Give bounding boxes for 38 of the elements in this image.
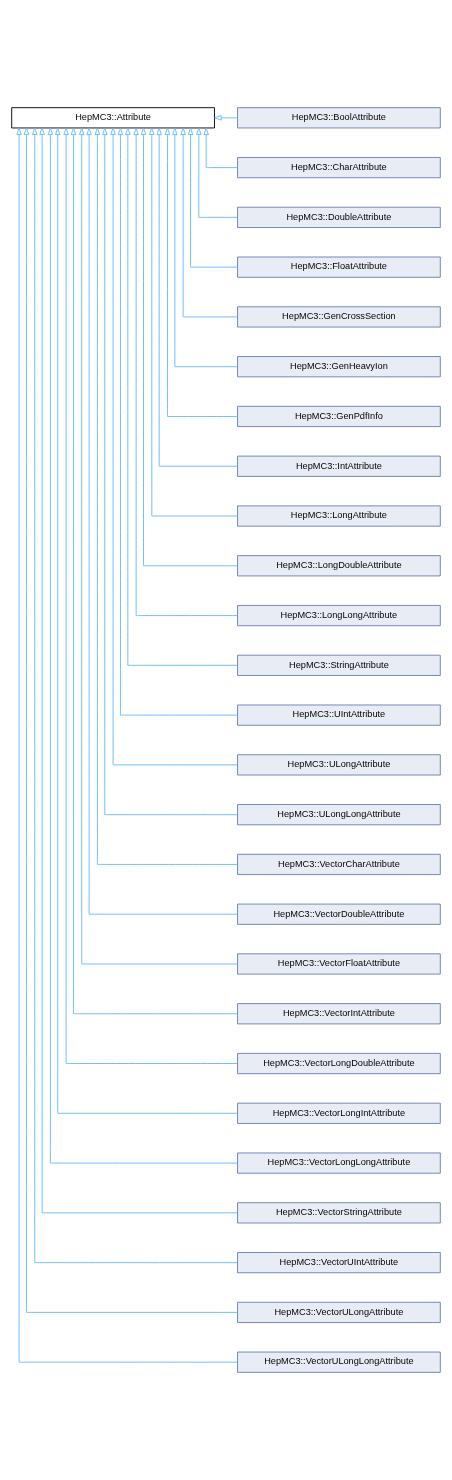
- node-box: HepMC3::VectorDoubleAttribute: [237, 903, 441, 925]
- node-box: HepMC3::BoolAttribute: [237, 107, 441, 129]
- node-box: HepMC3::UIntAttribute: [237, 704, 441, 726]
- arrow: [187, 127, 238, 268]
- arrow: [180, 127, 238, 318]
- arrow: [156, 127, 238, 467]
- arrow: [133, 127, 238, 617]
- node-box: HepMC3::Attribute: [11, 107, 215, 129]
- node-box: HepMC3::FloatAttribute: [237, 256, 441, 278]
- node-box: HepMC3::VectorLongDoubleAttribute: [237, 1052, 441, 1075]
- node-box: HepMC3::StringAttribute: [237, 654, 441, 676]
- arrow: [172, 127, 238, 368]
- node-box: HepMC3::ULongLongAttribute: [237, 804, 441, 826]
- node-box: HepMC3::VectorIntAttribute: [237, 1003, 441, 1025]
- node-box: HepMC3::VectorLongLongAttribute: [237, 1152, 441, 1174]
- arrow: [203, 127, 238, 169]
- arrow: [214, 115, 238, 121]
- node-box: HepMC3::LongLongAttribute: [237, 604, 441, 627]
- node-box: HepMC3::VectorULongAttribute: [237, 1301, 441, 1323]
- arrow: [149, 127, 238, 517]
- arrow: [140, 127, 238, 567]
- arrow: [164, 127, 238, 417]
- node-box: HepMC3::VectorULongLongAttribute: [237, 1351, 441, 1373]
- node-box: HepMC3::DoubleAttribute: [237, 206, 441, 228]
- node-box: HepMC3::VectorFloatAttribute: [237, 953, 441, 975]
- node-box: HepMC3::ULongAttribute: [237, 754, 441, 776]
- node-box: HepMC3::LongAttribute: [237, 505, 441, 527]
- node-box: HepMC3::VectorStringAttribute: [237, 1202, 441, 1224]
- node-box: HepMC3::VectorLongIntAttribute: [237, 1102, 441, 1124]
- node-box: HepMC3::IntAttribute: [237, 455, 441, 477]
- node-box: HepMC3::VectorUIntAttribute: [237, 1252, 441, 1274]
- node-box: HepMC3::GenHeavyIon: [237, 356, 441, 378]
- node-box: HepMC3::CharAttribute: [237, 157, 441, 179]
- node-box: HepMC3::GenPdfInfo: [237, 405, 441, 428]
- node-box: HepMC3::VectorCharAttribute: [237, 853, 441, 876]
- node-box: HepMC3::GenCrossSection: [237, 306, 441, 328]
- arrow: [196, 127, 238, 218]
- node-box: HepMC3::LongDoubleAttribute: [237, 555, 441, 577]
